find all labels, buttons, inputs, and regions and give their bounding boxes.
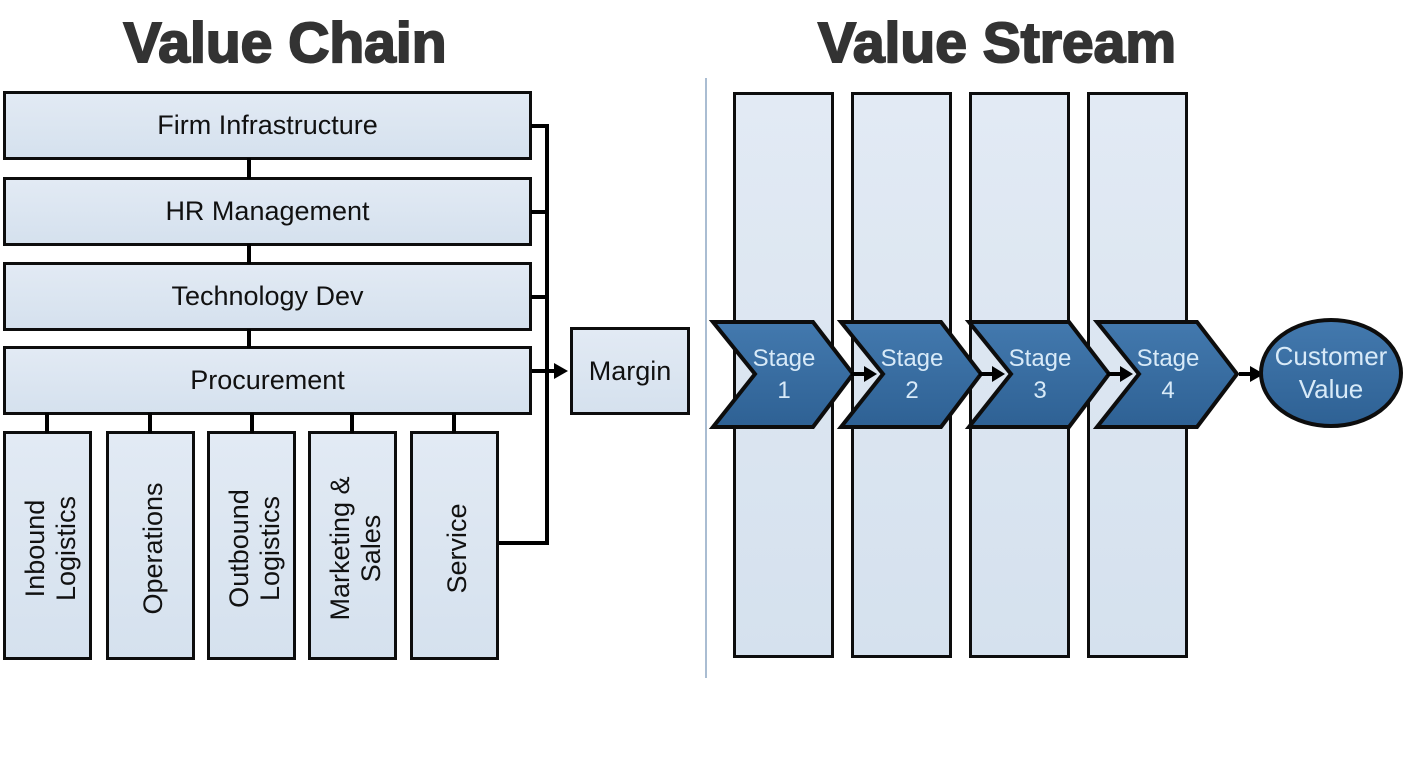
primary-activity-label: Inbound Logistics	[20, 495, 81, 602]
support-activity-label: HR Management	[165, 196, 370, 226]
value-stream-title: Value Stream	[817, 10, 1177, 76]
primary-activity-label: Service	[442, 503, 473, 594]
stage-2-label: Stage 2	[880, 344, 944, 404]
primary-activity-service: Service	[410, 431, 499, 660]
section-divider	[705, 78, 707, 678]
support-activity-hr-management: HR Management	[3, 177, 532, 246]
margin-label: Margin	[588, 355, 672, 386]
primary-activity-label: Operations	[138, 482, 169, 615]
stage-1-label: Stage 1	[752, 344, 816, 404]
margin-arrow-head	[554, 363, 568, 379]
customer-value-label: Customer Value	[1274, 340, 1388, 404]
stage-3-label: Stage 3	[1008, 344, 1072, 404]
primary-activity-marketing-sales: Marketing & Sales	[308, 431, 397, 660]
primary-activity-outbound-logistics: Outbound Logistics	[207, 431, 296, 660]
support-activity-firm-infrastructure: Firm Infrastructure	[3, 91, 532, 160]
primary-activity-operations: Operations	[106, 431, 195, 660]
primary-activity-label: Marketing & Sales	[325, 476, 386, 621]
margin-box: Margin	[570, 327, 690, 415]
support-activity-label: Procurement	[190, 365, 345, 395]
support-activity-technology-dev: Technology Dev	[3, 262, 532, 331]
support-activity-label: Firm Infrastructure	[157, 110, 378, 140]
value-chain-title: Value Chain	[122, 10, 447, 76]
support-activity-label: Technology Dev	[171, 281, 364, 311]
stage-4-label: Stage 4	[1136, 344, 1200, 404]
primary-activity-label: Outbound Logistics	[224, 489, 285, 608]
support-activity-procurement: Procurement	[3, 346, 532, 415]
primary-activity-inbound-logistics: Inbound Logistics	[3, 431, 92, 660]
